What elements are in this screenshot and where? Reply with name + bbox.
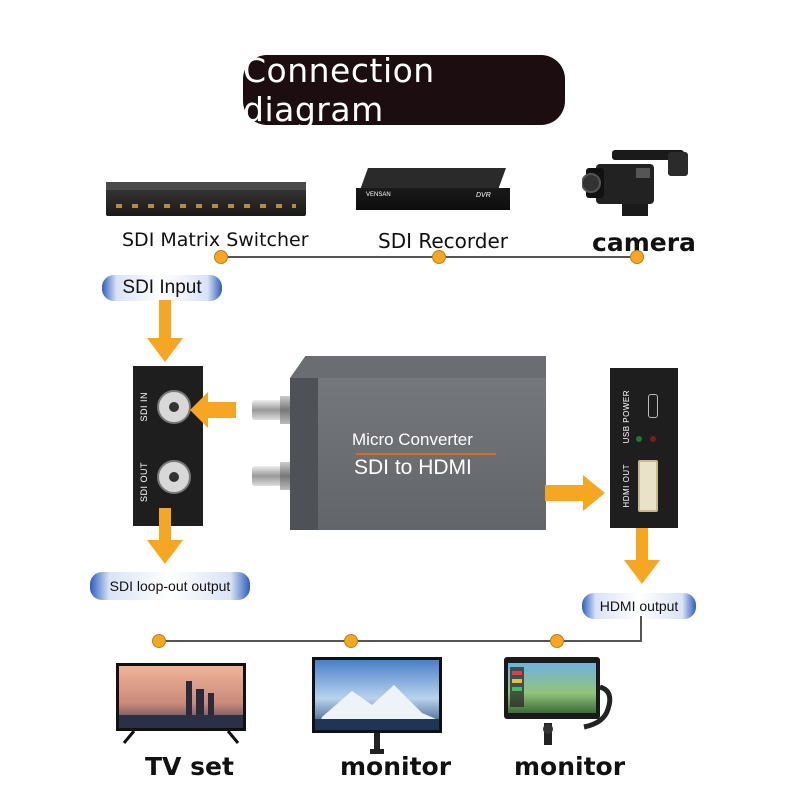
diagram-title: Connection diagram (243, 51, 565, 129)
connection-dot-recorder (432, 250, 446, 264)
hdmi-drop-line (640, 616, 642, 642)
camera-icon (582, 150, 688, 216)
hdmi-port (638, 460, 658, 512)
field-monitor-icon (504, 657, 613, 745)
converter-title-line1: Micro Converter (352, 430, 473, 449)
matrix-switcher-image (106, 182, 306, 216)
tv-set-label: TV set (145, 752, 234, 781)
sdi-out-port (157, 460, 191, 494)
sdi-port-panel: SDI IN SDI OUT (133, 366, 203, 526)
matrix-switcher-label: SDI Matrix Switcher (122, 229, 309, 251)
recorder-badge: DVR (476, 192, 491, 199)
bnc-connector-top (252, 396, 294, 424)
arrow-down-input (147, 300, 183, 362)
converter-title-line2: SDI to HDMI (354, 456, 472, 479)
sdi-out-text: SDI OUT (139, 462, 149, 503)
sdi-in-text: SDI IN (139, 392, 149, 422)
bottom-connection-line (158, 640, 642, 642)
monitor-label-2: monitor (514, 752, 626, 781)
usb-power-text: USB POWER (622, 390, 631, 444)
arrow-down-loopout (147, 508, 183, 564)
status-led-green (636, 436, 642, 442)
monitor-label-1: monitor (340, 752, 452, 781)
connection-dot-camera (630, 250, 644, 264)
converter-box: Micro Converter SDI to HDMI (290, 356, 546, 530)
bnc-connector-bottom (252, 462, 294, 490)
tv-set-icon (116, 663, 246, 744)
status-led-red (650, 436, 656, 442)
usb-port (648, 394, 658, 418)
connection-dot-switcher (214, 250, 228, 264)
sdi-recorder-label: SDI Recorder (378, 229, 508, 253)
hdmi-out-text: HDMI OUT (622, 464, 631, 508)
sdi-recorder-image: VENSAN DVR (356, 168, 510, 212)
hdmi-output-label: HDMI output (582, 593, 696, 619)
arrow-down-hdmi (624, 528, 660, 584)
arrow-right-to-hdmi (545, 475, 605, 511)
connection-dot-tv (152, 634, 166, 648)
sdi-in-port (157, 390, 191, 424)
sdi-input-label: SDI Input (102, 275, 222, 301)
arrow-left-into-sdi-in (190, 392, 236, 428)
camera-label: camera (592, 228, 696, 257)
recorder-brand: VENSAN (366, 192, 391, 198)
sdi-loopout-label: SDI loop-out output (90, 572, 250, 600)
hdmi-port-panel: USB POWER HDMI OUT (610, 368, 678, 528)
connection-dot-monitor2 (550, 634, 564, 648)
monitor-icon (312, 657, 442, 754)
top-connection-line (220, 256, 636, 258)
connection-dot-monitor1 (344, 634, 358, 648)
